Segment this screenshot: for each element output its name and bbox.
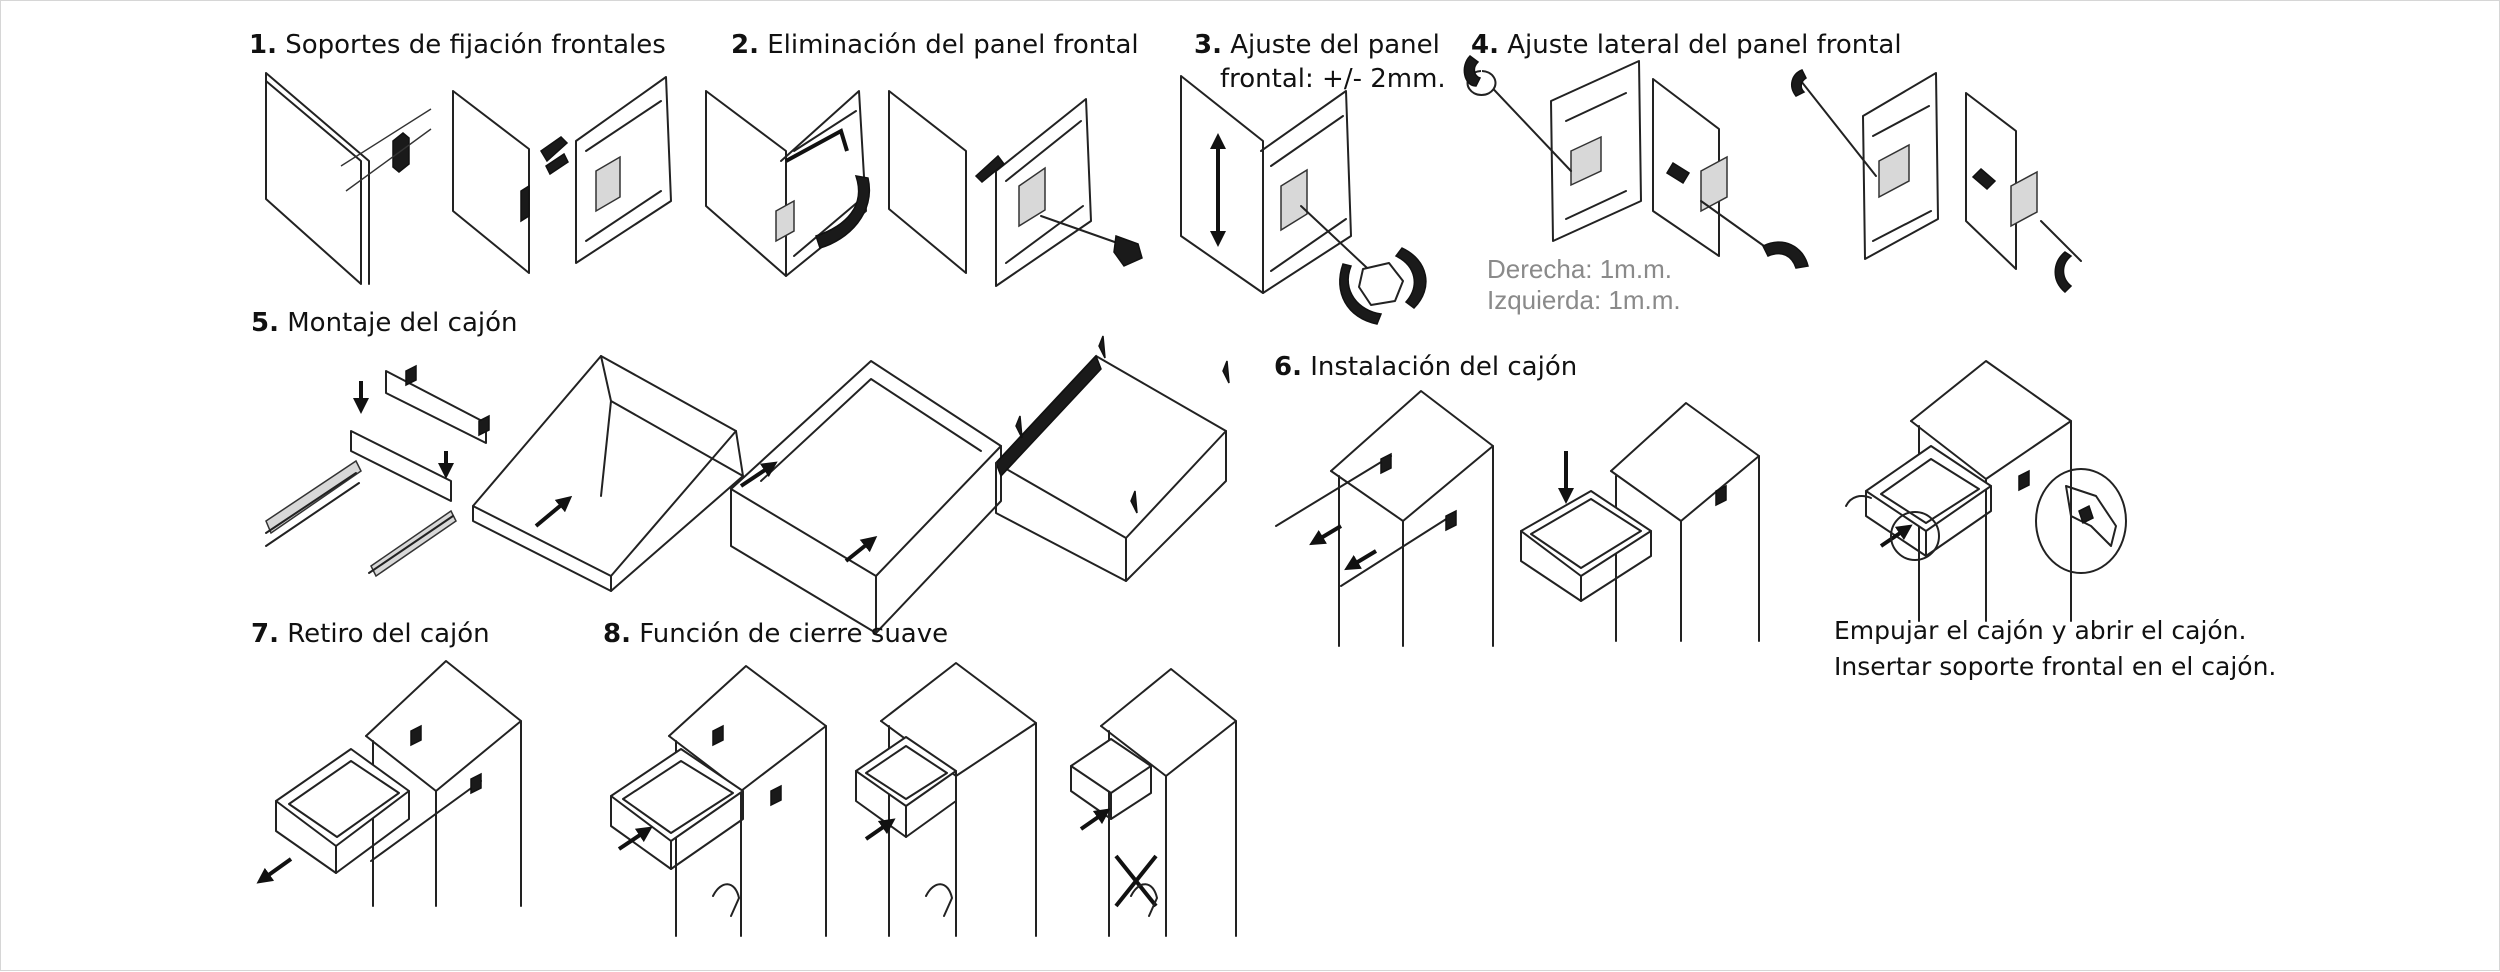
step-5-illustration (266, 336, 1229, 633)
step-2-title: 2. Eliminación del panel frontal (731, 28, 1139, 62)
step-6-number: 6. (1274, 352, 1302, 382)
step-6-label: Instalación del cajón (1310, 352, 1578, 382)
step-5-label: Montaje del cajón (287, 308, 518, 338)
step-3-number: 3. (1194, 30, 1222, 60)
adjustment-left-note: Izquierda: 1m.m. (1487, 285, 1681, 315)
step-7-label: Retiro del cajón (287, 619, 490, 649)
step-7-illustration (256, 661, 521, 906)
step-3-label-line2: frontal: +/- 2mm. (1220, 64, 1446, 94)
step-1-title: 1. Soportes de fijación frontales (249, 28, 666, 62)
step-3-title: 3. Ajuste del panel frontal: +/- 2mm. (1194, 28, 1446, 96)
installation-note-line2: Insertar soporte frontal en el cajón. (1834, 652, 2277, 681)
step-2-illustration (706, 91, 1142, 286)
step-5-number: 5. (251, 308, 279, 338)
step-4-number: 4. (1471, 30, 1499, 60)
step-1-label: Soportes de fijación frontales (285, 30, 666, 60)
step-4-label: Ajuste lateral del panel frontal (1507, 30, 1902, 60)
step-7-number: 7. (251, 619, 279, 649)
step-1-number: 1. (249, 30, 277, 60)
step-3-illustration (1181, 76, 1426, 324)
step-3-label: Ajuste del panel (1230, 30, 1440, 60)
step-2-number: 2. (731, 30, 759, 60)
step-8-title: 8. Función de cierre suave (603, 617, 948, 651)
step-8-number: 8. (603, 619, 631, 649)
step-6-illustration (1276, 361, 2126, 646)
step-4-illustration (1464, 56, 2081, 292)
step-5-title: 5. Montaje del cajón (251, 306, 518, 340)
step-6-title: 6. Instalación del cajón (1274, 350, 1577, 384)
step-8-label: Función de cierre suave (639, 619, 949, 649)
step-8-illustration (611, 663, 1236, 936)
step-2-label: Eliminación del panel frontal (767, 30, 1139, 60)
step-7-title: 7. Retiro del cajón (251, 617, 490, 651)
adjustment-right-note: Derecha: 1m.m. (1487, 254, 1672, 284)
installation-note-line1: Empujar el cajón y abrir el cajón. (1834, 616, 2247, 645)
step-1-illustration (266, 73, 671, 284)
step-4-title: 4. Ajuste lateral del panel frontal (1471, 28, 1902, 62)
